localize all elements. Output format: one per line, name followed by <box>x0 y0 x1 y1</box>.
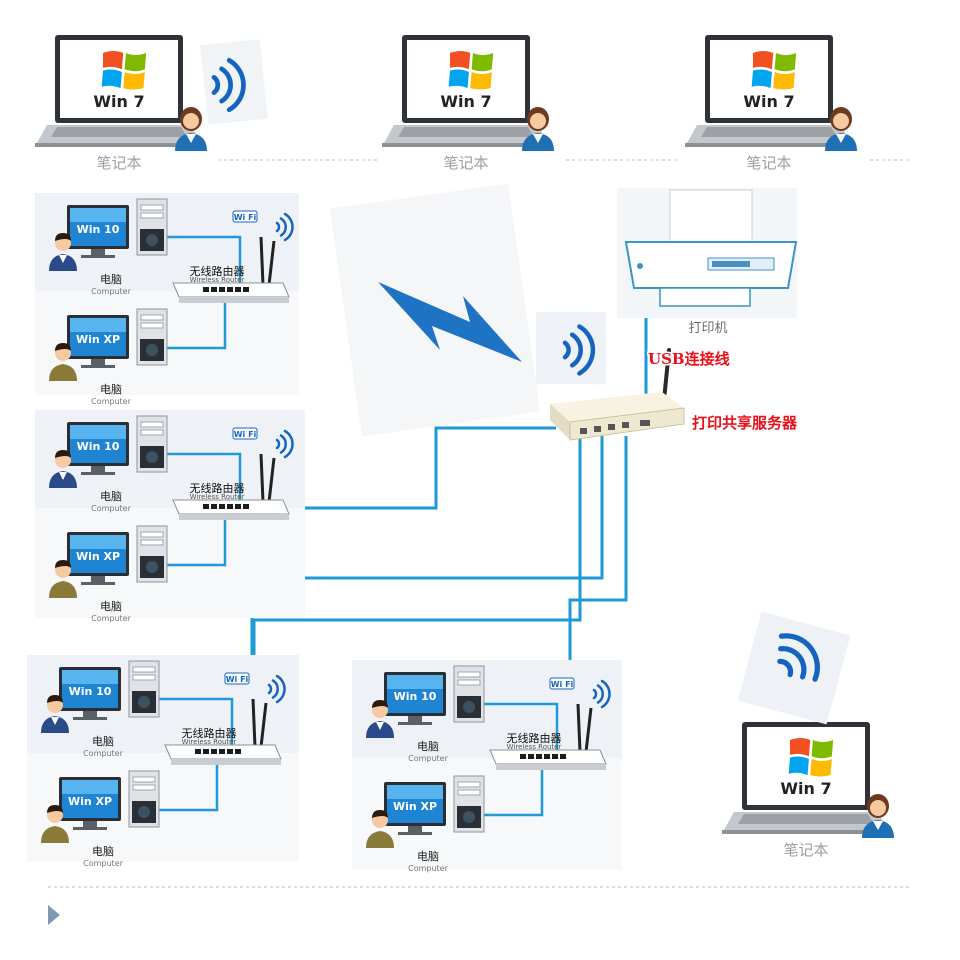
os-label: Win 10 <box>69 685 112 698</box>
computer-label-en: Computer <box>91 614 131 623</box>
computer-label-cn: 电脑 <box>100 490 122 503</box>
usb-cable-label: USB连接线 <box>648 350 730 368</box>
wifi-badge: Wi Fi <box>232 210 258 223</box>
router-label-en: Wireless Router <box>507 743 562 751</box>
os-label: Win 7 <box>440 92 491 111</box>
os-label: Win XP <box>76 333 120 346</box>
computer-label-en: Computer <box>91 397 131 406</box>
tower-case-icon <box>136 415 168 473</box>
laptop: Win 7 笔记本 <box>35 35 207 172</box>
print-server <box>550 348 685 441</box>
computer-label-cn: 电脑 <box>100 273 122 286</box>
tower-case-icon <box>136 198 168 256</box>
laptop: Win 7 笔记本 <box>382 35 554 172</box>
computer-label-cn: 电脑 <box>92 845 114 858</box>
dashed-separator <box>48 159 912 888</box>
wifi-badge: Wi Fi <box>224 672 250 685</box>
computer-label-cn: 电脑 <box>417 740 439 753</box>
router-label-en: Wireless Router <box>182 738 237 746</box>
computer-label-en: Computer <box>91 504 131 513</box>
wifi-badge: Wi Fi <box>232 427 258 440</box>
computer-label-cn: 电脑 <box>92 735 114 748</box>
laptop: Win 7 笔记本 <box>722 722 894 859</box>
tower-case-icon <box>128 660 160 718</box>
os-label: Win XP <box>76 550 120 563</box>
lightning-icon <box>329 183 541 437</box>
tower-case-icon <box>136 525 168 583</box>
wifi-label: Wi Fi <box>226 675 249 684</box>
print-server-label: 打印共享服务器 <box>692 414 798 432</box>
router-label-en: Wireless Router <box>190 493 245 501</box>
laptop-signal-icon <box>199 39 269 125</box>
tower-case-icon <box>453 665 485 723</box>
wifi-badge: Wi Fi <box>549 677 575 690</box>
printer-label: 打印机 <box>688 321 727 336</box>
os-label: Win XP <box>68 795 112 808</box>
network-cable <box>272 426 556 510</box>
tower-case-icon <box>136 308 168 366</box>
os-label: Win 10 <box>394 690 437 703</box>
os-label: Win 7 <box>780 779 831 798</box>
router-label-en: Wireless Router <box>190 276 245 284</box>
network-cable <box>250 436 604 700</box>
computer-label-en: Computer <box>91 287 131 296</box>
wifi-label: Wi Fi <box>551 680 574 689</box>
os-label: Win 10 <box>77 440 120 453</box>
router-label-cn: 无线路由器 <box>190 264 245 278</box>
tower-case-icon <box>128 770 160 828</box>
wifi-label: Wi Fi <box>234 430 257 439</box>
wifi-label: Wi Fi <box>234 213 257 222</box>
os-label: Win 7 <box>93 92 144 111</box>
computer-label-en: Computer <box>83 749 123 758</box>
tower-case-icon <box>453 775 485 833</box>
laptop-label: 笔记本 <box>783 841 828 859</box>
laptop-label: 笔记本 <box>443 154 488 172</box>
server-signal-icon <box>536 312 606 384</box>
router-label-cn: 无线路由器 <box>190 481 245 495</box>
computer-label-cn: 电脑 <box>100 383 122 396</box>
laptop-signal-icon <box>737 611 851 725</box>
bullet-icon <box>48 905 60 925</box>
os-label: Win 7 <box>743 92 794 111</box>
laptop-label: 笔记本 <box>96 154 141 172</box>
computer-label-en: Computer <box>83 859 123 868</box>
printer: 打印机 <box>617 188 798 336</box>
computer-label-en: Computer <box>408 754 448 763</box>
router-label-cn: 无线路由器 <box>182 726 237 740</box>
computer-label-cn: 电脑 <box>100 600 122 613</box>
laptop: Win 7 笔记本 <box>685 35 857 172</box>
os-label: Win 10 <box>77 223 120 236</box>
computer-label-cn: 电脑 <box>417 850 439 863</box>
laptop-label: 笔记本 <box>746 154 791 172</box>
computer-label-en: Computer <box>408 864 448 873</box>
router-label-cn: 无线路由器 <box>507 731 562 745</box>
os-label: Win XP <box>393 800 437 813</box>
